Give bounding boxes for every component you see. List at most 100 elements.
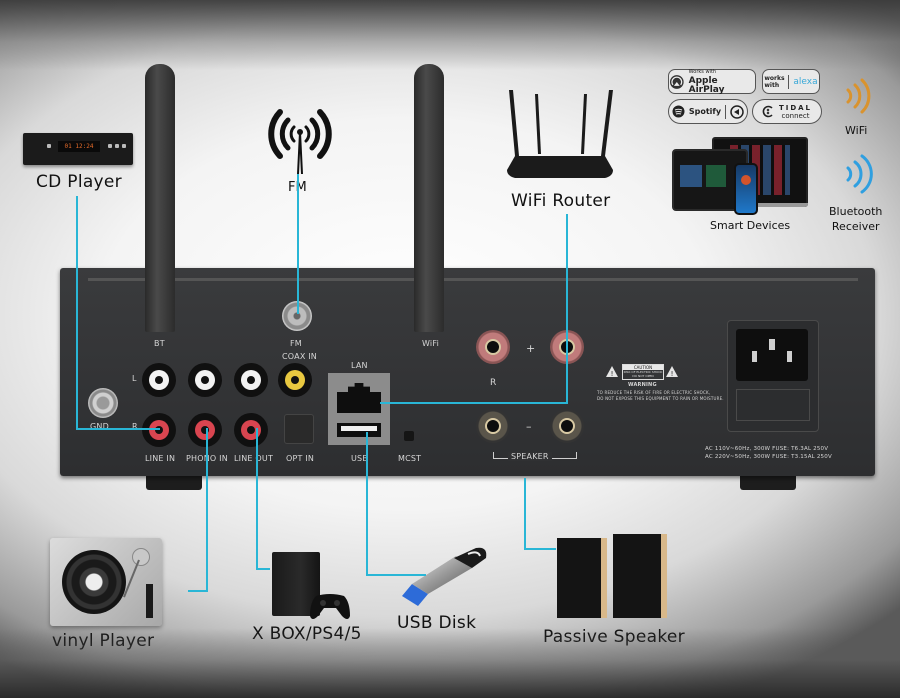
alexa-small: works with [764,74,785,89]
lan-port[interactable] [337,383,381,413]
gnd-label: GND [90,422,109,431]
mcst-button[interactable] [404,431,414,441]
warning-line-1: TO REDUCE THE RISK OF FIRE OR ELECTRIC S… [597,390,711,395]
cable-wifi-router [380,402,568,404]
usb-port[interactable] [337,423,381,437]
line-out-l-jack[interactable] [234,363,268,397]
line-out-r-jack[interactable] [234,413,268,447]
speaker-left [557,538,601,618]
opt-in-label: OPT IN [286,454,315,463]
cd-button [108,144,112,148]
speaker-minus-label: – [526,420,532,433]
wifi-icon [846,78,871,114]
wifi-antenna [414,64,444,332]
spotify-label: Spotify [688,107,722,116]
vinyl-player-label: vinyl Player [52,631,155,651]
cd-button [122,144,126,148]
cable-usb-disk [366,432,368,576]
coax-in-jack[interactable] [278,363,312,397]
game-console-icon [272,552,352,624]
cable-wifi-router [566,214,568,404]
cable-passive-speaker [524,548,556,550]
gnd-terminal[interactable] [88,388,118,418]
usb-label: USB [351,454,369,463]
cable-passive-speaker [524,478,526,550]
speaker-r-plus-terminal[interactable] [476,330,510,364]
phone [734,163,758,215]
amp-foot [740,476,796,490]
warning-line-2: DO NOT EXPOSE THIS EQUIPMENT TO RAIN OR … [597,396,724,401]
power-rating-line-2: AC 220V~50Hz, 300W FUSE: T3.15AL 250V [705,454,832,460]
cable-fm [297,174,299,314]
tidal-icon [762,105,773,118]
bluetooth-label: Bluetooth Receiver [829,204,882,234]
cd-button [115,144,119,148]
speaker-label: SPEAKER [508,452,552,461]
phono-in-l-jack[interactable] [188,363,222,397]
caution-heading: CAUTION [623,365,663,370]
coax-in-label: COAX IN [282,352,317,361]
lan-label: LAN [351,361,368,370]
pitch-slider [146,584,153,618]
cd-button [47,144,51,148]
line-in-r-jack[interactable] [142,413,176,447]
cd-player-icon: 01 12:24 [23,133,133,165]
alexa-icon: alexa [793,76,818,87]
tidal-small: connect [781,111,810,120]
top-rail [88,278,858,281]
wifi-router-label: WiFi Router [511,191,611,211]
smart-devices-illustration [672,137,808,215]
airplay-icon [669,74,684,89]
optical-in-port[interactable] [284,414,314,444]
airplay-big: Apple AirPlay [688,76,725,95]
warning-triangle-icon: ! [606,366,618,378]
cd-display: 01 12:24 [58,141,100,152]
cable-console [256,568,270,570]
bluetooth-label-line2: Receiver [831,220,880,233]
wifi-label: WiFi [845,124,868,137]
cable-cd-player [76,428,160,430]
passive-speaker-label: Passive Speaker [543,627,685,647]
router-icon [507,90,613,178]
fm-port-label: FM [290,339,302,348]
iec-power-inlet[interactable] [736,329,808,381]
mcst-label: MCST [398,454,422,463]
bt-antenna [145,64,175,332]
cable-vinyl-player [188,590,208,592]
wifi-antenna-label: WiFi [422,339,439,348]
speakers-icon [557,534,673,618]
laptop-base [708,203,808,207]
console-label: X BOX/PS4/5 [252,624,362,644]
speaker-r-minus-terminal[interactable] [476,409,510,443]
speaker-right [613,534,661,618]
warning-triangle-icon: ! [666,366,678,378]
alexa-badge: works with alexa [762,69,820,94]
svg-text:!: ! [671,370,674,378]
speaker-l-minus-terminal[interactable] [550,409,584,443]
usb-stick-icon [402,547,487,606]
controller-icon [310,594,350,619]
cable-console [256,428,258,570]
bluetooth-label-line1: Bluetooth [829,205,883,218]
fm-antenna-icon [268,109,332,174]
speaker-plus-label: + [526,342,536,355]
amplifier-rear-panel: BT FM WiFi L R GND COAX IN LINE IN PHONO… [60,268,875,476]
cd-player-label: CD Player [36,172,122,192]
spotify-badge: Spotify [668,99,748,124]
bt-antenna-label: BT [154,339,165,348]
fuse-drawer[interactable] [736,389,810,421]
warning-title: WARNING [628,382,657,388]
phono-in-r-jack[interactable] [188,413,222,447]
cable-usb-disk [366,574,426,576]
caution-sub: RISK OF ELECTRIC SHOCK DO NOT OPEN [623,370,663,378]
cable-vinyl-player [206,428,208,592]
speaker-connect-icon [730,104,744,119]
vinyl-record [62,550,126,614]
usb-disk-label: USB Disk [397,613,477,633]
line-in-l-jack[interactable] [142,363,176,397]
tidal-big: TIDAL [778,103,813,112]
cable-cd-player [76,196,78,430]
airplay-small: Works with [688,69,717,75]
line-out-label: LINE OUT [234,454,274,463]
